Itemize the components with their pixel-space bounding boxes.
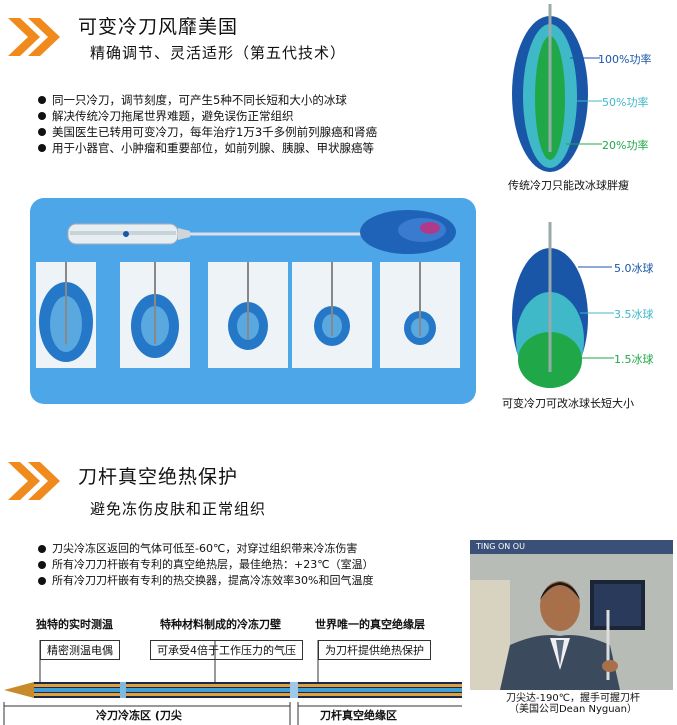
diagram-top-label: 独特的实时测温 xyxy=(36,618,113,631)
list-item: 所有冷刀刀杆嵌有专利的真空绝热层，最佳绝热：+23℃（室温） xyxy=(38,557,374,573)
diagram-box-label: 为刀杆提供绝热保护 xyxy=(318,640,431,660)
probe-illustration xyxy=(67,210,456,254)
label-leader-lines xyxy=(578,266,614,359)
probe-cross-section xyxy=(3,640,462,725)
section1-subtitle: 精确调节、灵活适形（第五代技术） xyxy=(90,44,347,62)
photo-caption: 刀尖达-190℃，握手可握刀杆 （美国公司Dean Nyguan） xyxy=(488,693,658,715)
iceball-label-5: 5.0冰球 xyxy=(614,262,654,275)
variable-iceball-diagram xyxy=(512,222,588,388)
label-leader-lines xyxy=(566,57,602,145)
iceball-card xyxy=(36,262,96,368)
variable-caption: 可变冷刀可改冰球长短大小 xyxy=(502,397,634,410)
section2-bullet-list: 刀尖冷冻区返回的气体可低至-60℃，对穿过组织带来冷冻伤害 所有冷刀刀杆嵌有专利… xyxy=(38,541,374,589)
chevron-arrow-icon xyxy=(8,18,60,56)
traditional-caption: 传统冷刀只能改冰球胖瘦 xyxy=(508,179,629,192)
chevron-arrow-icon xyxy=(8,462,60,500)
iceball-card xyxy=(120,262,190,368)
variable-probe-panel xyxy=(30,198,476,404)
photo-caption-line1: 刀尖达-190℃，握手可握刀杆 xyxy=(506,693,640,704)
list-item: 刀尖冷冻区返回的气体可低至-60℃，对穿过组织带来冷冻伤害 xyxy=(38,541,374,557)
list-item: 解决传统冷刀拖尾世界难题，避免误伤正常组织 xyxy=(38,108,377,124)
diagram-box-label: 精密测温电偶 xyxy=(40,640,120,660)
power-label-100: 100%功率 xyxy=(598,53,652,66)
list-item: 所有冷刀刀杆嵌有专利的热交换器，提高冷冻效率30%和回气温度 xyxy=(38,573,374,589)
power-label-20: 20%功率 xyxy=(602,139,649,152)
list-item: 同一只冷刀，调节刻度，可产生5种不同长短和大小的冰球 xyxy=(38,92,377,108)
iceball-card xyxy=(292,262,372,368)
surgeon-photo: TING ON OU xyxy=(470,540,673,690)
diagram-bottom-label: 冷刀冷冻区 (刀尖 xyxy=(96,709,182,722)
iceball-card xyxy=(208,262,288,368)
diagram-top-label: 世界唯一的真空绝缘层 xyxy=(315,618,425,631)
photo-caption-line2: （美国公司Dean Nyguan） xyxy=(508,704,638,715)
list-item: 美国医生已转用可变冷刀，每年治疗1万3千多例前列腺癌和肾癌 xyxy=(38,124,377,140)
iceball-label-1-5: 1.5冰球 xyxy=(614,353,654,366)
section2-subtitle: 避免冻伤皮肤和正常组织 xyxy=(90,500,267,518)
list-item: 用于小器官、小肿瘤和重要部位，如前列腺、胰腺、甲状腺癌等 xyxy=(38,140,377,156)
power-label-50: 50%功率 xyxy=(602,96,649,109)
diagram-box-label: 可承受4倍于工作压力的气压 xyxy=(150,640,303,660)
section1-bullet-list: 同一只冷刀，调节刻度，可产生5种不同长短和大小的冰球 解决传统冷刀拖尾世界难题，… xyxy=(38,92,377,156)
iceball-card xyxy=(380,262,460,368)
diagram-top-label: 特种材料制成的冷冻刀壁 xyxy=(160,618,281,631)
iceball-label-3-5: 3.5冰球 xyxy=(614,308,654,321)
section1-title: 可变冷刀风靡美国 xyxy=(78,16,239,38)
diagram-bottom-label: 刀杆真空绝缘区 xyxy=(320,709,397,722)
section2-title: 刀杆真空绝热保护 xyxy=(78,466,239,488)
photo-banner: TING ON OU xyxy=(470,540,673,554)
traditional-iceball-diagram xyxy=(512,4,588,172)
